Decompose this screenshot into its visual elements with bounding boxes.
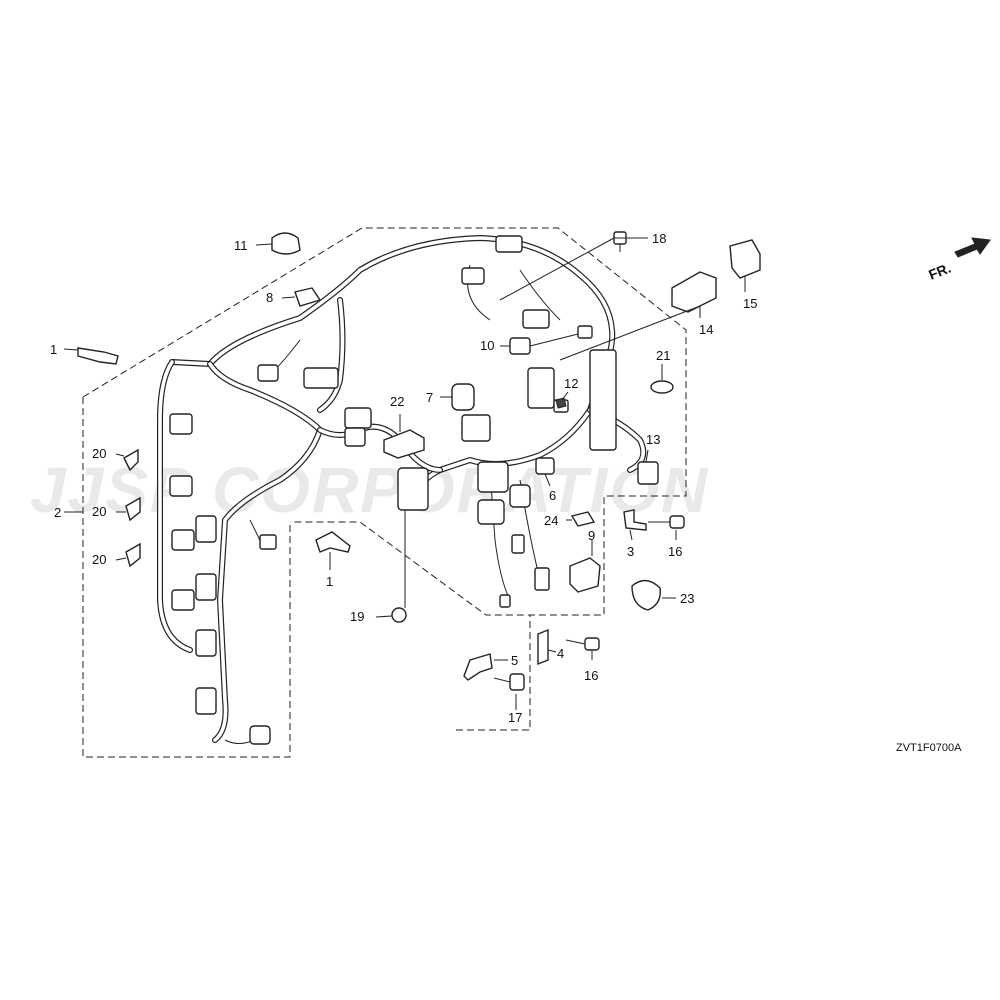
- connector-block: [461, 414, 491, 442]
- connector-block: [509, 484, 531, 508]
- callout-2: 2: [54, 505, 61, 520]
- part-9-cover: [569, 557, 601, 593]
- callout-6: 6: [549, 488, 556, 503]
- connector-block: [511, 534, 525, 554]
- loose-parts: [77, 231, 761, 691]
- callout-8: 8: [266, 290, 273, 305]
- connector-block: [397, 467, 429, 511]
- connector-block: [461, 267, 485, 285]
- callout-1-clip: 1: [50, 342, 57, 357]
- callout-9: 9: [588, 528, 595, 543]
- callout-14: 14: [699, 322, 713, 337]
- connector-block: [344, 407, 372, 429]
- connector-block: [169, 413, 193, 435]
- part-8-clip: [294, 287, 322, 307]
- callout-16-upper: 16: [668, 544, 682, 559]
- connector-block: [249, 725, 271, 745]
- callout-20-bottom: 20: [92, 552, 106, 567]
- connector-block: [527, 367, 555, 409]
- connector-block: [303, 367, 339, 389]
- part-16-bolt: [565, 637, 600, 651]
- part-1-bracket: [315, 531, 351, 553]
- part-5-bracket: [463, 653, 493, 681]
- connector-block: [259, 534, 277, 550]
- direction-label: FR.: [926, 260, 953, 283]
- connector-block: [495, 235, 523, 253]
- part-15-relay: [729, 239, 761, 279]
- connector-block: [195, 515, 217, 543]
- callout-19: 19: [350, 609, 364, 624]
- connector-block: [257, 364, 279, 382]
- part-7-grommet: [451, 383, 475, 411]
- callout-24: 24: [544, 513, 558, 528]
- connector-block: [171, 589, 195, 611]
- front-direction-indicator: FR.: [926, 237, 991, 283]
- callout-11: 11: [234, 238, 248, 253]
- part-6-connector: [535, 457, 555, 475]
- part-19-nut: [391, 607, 407, 623]
- front-arrow-icon: [954, 237, 991, 258]
- connector-block: [344, 427, 366, 447]
- callout-4: 4: [557, 646, 564, 661]
- part-13-connector: [637, 461, 659, 485]
- connector-block: [577, 325, 593, 339]
- connector-block: [195, 573, 217, 601]
- part-23-grommet: [631, 579, 661, 611]
- connector-block: [477, 499, 505, 525]
- part-21-clamp: [650, 380, 674, 394]
- callout-7: 7: [426, 390, 433, 405]
- part-11-clamp: [271, 232, 301, 255]
- part-1-clip: [77, 347, 119, 365]
- connector-block: [195, 629, 217, 657]
- part-20-clip: [123, 448, 139, 472]
- callout-1-bracket: 1: [326, 574, 333, 589]
- part-3-bracket: [623, 509, 647, 531]
- callout-3: 3: [627, 544, 634, 559]
- callout-21: 21: [656, 348, 670, 363]
- connector-block: [499, 594, 511, 608]
- callout-17: 17: [508, 710, 522, 725]
- leader-lines: [63, 237, 746, 710]
- main-wire-harness: [157, 235, 647, 744]
- callout-16-lower: 16: [584, 668, 598, 683]
- part-20-clip: [125, 496, 141, 522]
- part-24-clip: [570, 511, 596, 527]
- part-22-holder: [383, 429, 425, 459]
- part-20-clip: [125, 542, 141, 568]
- watermark-text: JJSP CORPORATION: [30, 454, 709, 526]
- callout-20-middle: 20: [92, 504, 106, 519]
- part-14-relay: [671, 271, 717, 313]
- callout-13: 13: [646, 432, 660, 447]
- connector-block: [534, 567, 550, 591]
- part-17-bolt: [493, 673, 525, 691]
- callout-5: 5: [511, 653, 518, 668]
- callout-12: 12: [564, 376, 578, 391]
- callout-22: 22: [390, 394, 404, 409]
- connector-block: [169, 475, 193, 497]
- callout-23: 23: [680, 591, 694, 606]
- connector-block: [477, 461, 509, 493]
- callout-10: 10: [480, 338, 494, 353]
- callout-labels: 1 1 2 3 4 5 6 7 8 9 10 11 12 13 14 15 16…: [50, 231, 757, 725]
- connector-block: [195, 687, 217, 715]
- harness-connectors: [169, 235, 617, 745]
- callout-20-top: 20: [92, 446, 106, 461]
- part-10-connector: [509, 337, 531, 355]
- group-outlines: [82, 227, 687, 758]
- callout-15: 15: [743, 296, 757, 311]
- part-16-bolt: [648, 515, 685, 529]
- part-4-bracket: [537, 628, 549, 666]
- callout-18: 18: [652, 231, 666, 246]
- connector-block: [522, 309, 550, 329]
- connector-block: [171, 529, 195, 551]
- diagram-code: ZVT1F0700A: [896, 742, 962, 754]
- part-18-bolt: [613, 231, 627, 252]
- fuse-box: [589, 349, 617, 451]
- part-12-clip: [555, 397, 567, 409]
